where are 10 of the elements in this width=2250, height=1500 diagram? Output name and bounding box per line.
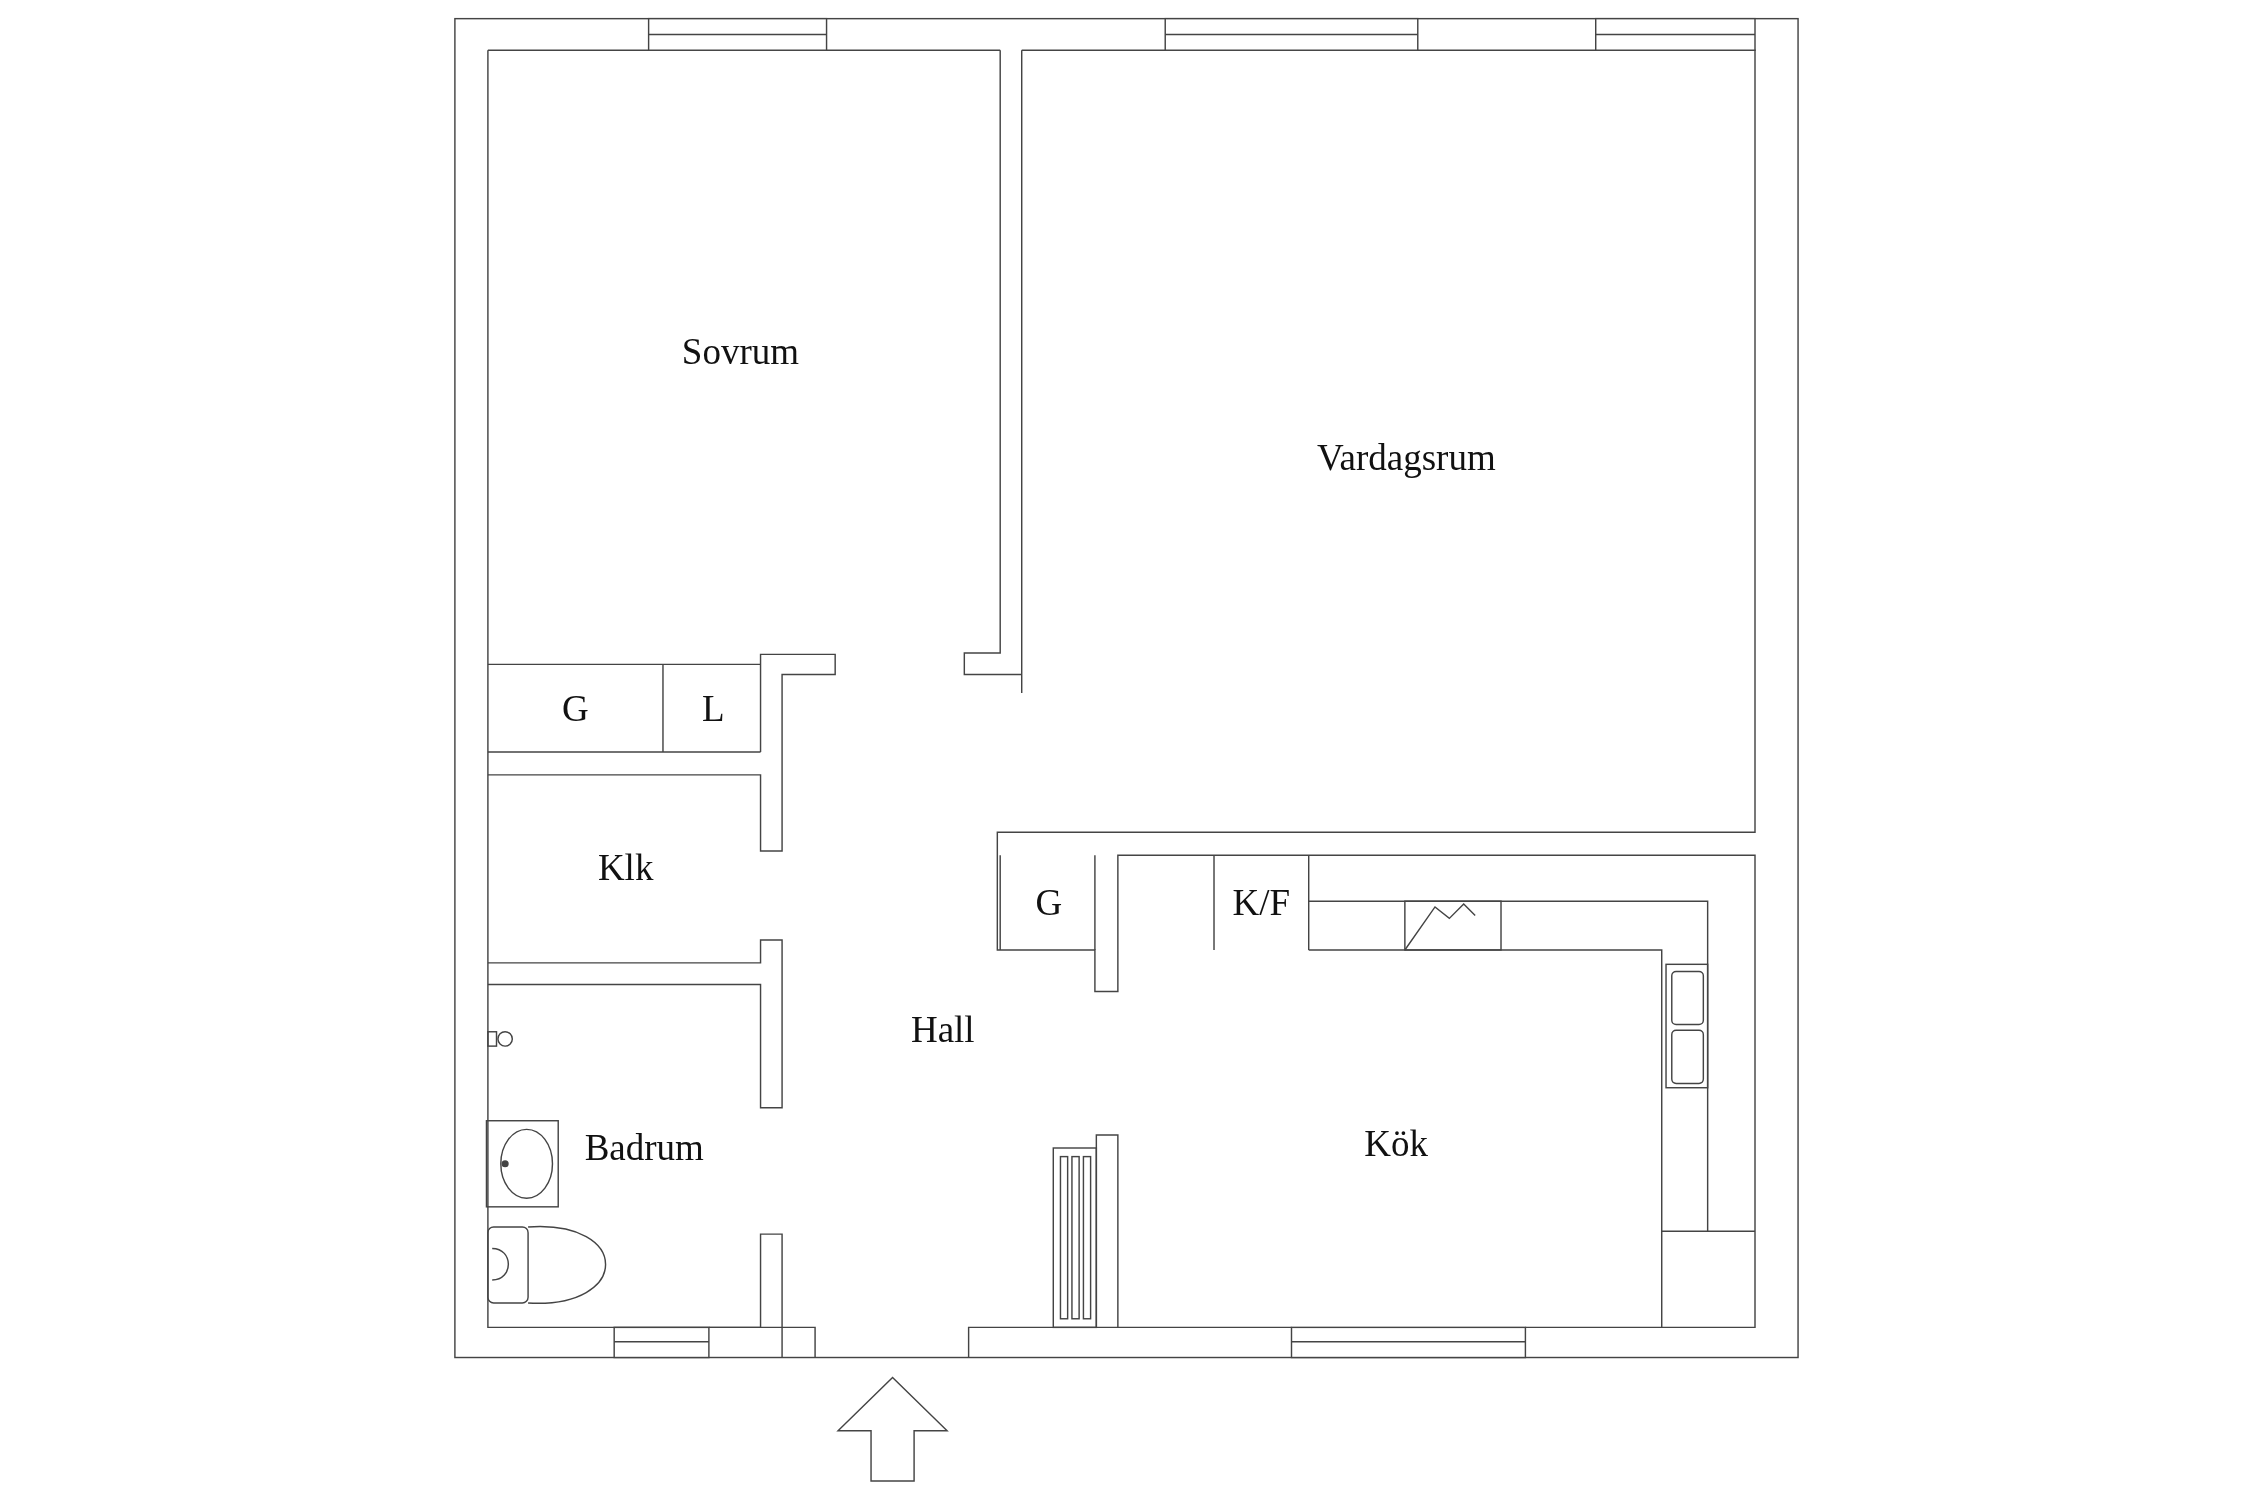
room-name: L xyxy=(701,688,725,730)
room-name: Sovrum xyxy=(681,331,800,372)
room-name: Hall xyxy=(910,1009,975,1051)
room-name: Klk xyxy=(597,847,654,889)
room-name: Kök xyxy=(1364,1123,1429,1165)
room-name: G xyxy=(562,688,589,730)
room-name: G xyxy=(1035,882,1063,923)
room-name: Vardagsrum xyxy=(1316,437,1496,479)
room-name: Badrum xyxy=(584,1127,704,1169)
room-name: K/F xyxy=(1232,882,1291,923)
